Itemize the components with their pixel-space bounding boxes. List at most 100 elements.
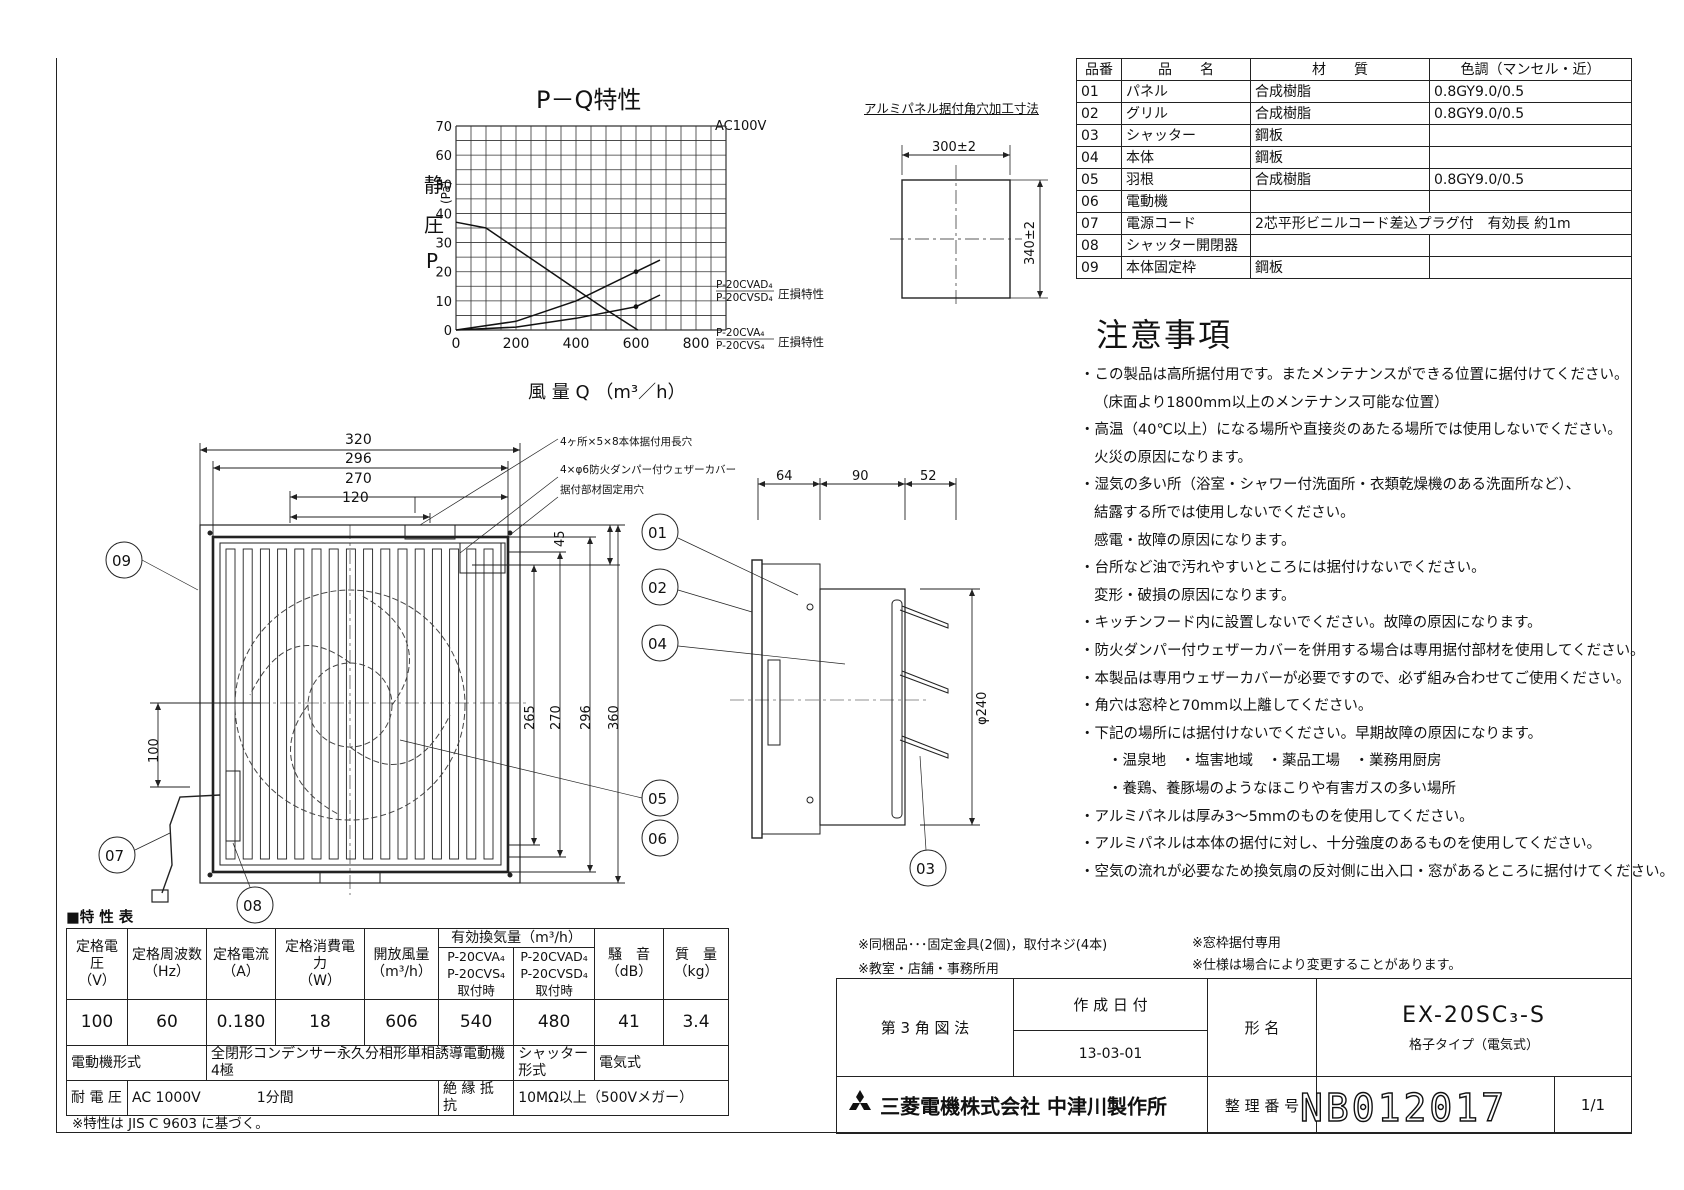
alu-width-dim: 300±2 — [932, 140, 976, 155]
y-tick-label: 10 — [435, 295, 452, 310]
y-tick-label: 20 — [435, 266, 452, 281]
part-material: 鋼板 — [1250, 256, 1430, 279]
y-tick-label: 70 — [435, 120, 452, 135]
grille-bar — [311, 548, 322, 860]
grille-bar — [380, 548, 391, 860]
dim-270-v: 270 — [549, 705, 564, 730]
grille-bar — [242, 548, 253, 860]
title-block: 第 3 角 図 法 作 成 日 付 形 名 EX-20SC₃-S 格子タイプ（電… — [836, 978, 1632, 1134]
part-name: 本体 — [1121, 146, 1251, 169]
company-cell: 三菱電機株式会社 中津川製作所 — [836, 1076, 1208, 1134]
dim-296-v: 296 — [579, 705, 594, 730]
note-line: ・角穴は窓枠と70mm以上離してください。 — [1080, 698, 1373, 715]
motor-value: 全閉形コンデンサー永久分相形単相誘導電動機 4極 — [205, 1045, 519, 1081]
series-point-1 — [633, 269, 639, 275]
part-color: 0.8GY9.0/0.5 — [1429, 168, 1632, 191]
dim-320: 320 — [345, 432, 372, 448]
part-material: 2芯平形ビニルコード差込プラグ付 有効長 約1m — [1250, 212, 1632, 235]
spec-motor-row: 電動機形式 全閉形コンデンサー永久分相形単相誘導電動機 4極 シャッター形式 電… — [66, 1045, 729, 1081]
grille-bar — [414, 548, 425, 860]
company-name: 三菱電機株式会社 中津川製作所 — [880, 1094, 1168, 1119]
part-marker-06: 06 — [648, 830, 667, 848]
part-marker-09: 09 — [112, 552, 131, 570]
grille-bar — [466, 548, 477, 860]
spec-value: 480 — [513, 999, 595, 1046]
spec-value: 41 — [594, 999, 664, 1046]
part-no: 09 — [1076, 256, 1122, 279]
part-name: グリル — [1121, 102, 1251, 125]
model-cell: EX-20SC₃-S 格子タイプ（電気式） — [1316, 978, 1632, 1077]
grille-bar — [431, 548, 442, 860]
voltage-value: AC 1000V 1分間 — [127, 1080, 439, 1116]
note-line: 結露する所では使用しないでください。 — [1094, 504, 1355, 521]
parts-header: 材 質 — [1250, 58, 1430, 81]
spec-voltage-row: 耐 電 圧 AC 1000V 1分間 絶 縁 抵 抗 10MΩ以上（500Vメガ… — [66, 1080, 729, 1116]
notes-list: ・この製品は高所据付用です。またメンテナンスができる位置に据付けてください。 （… — [1080, 362, 1674, 886]
spec-header: 騒 音 （dB） — [594, 928, 664, 1000]
pq-grid — [455, 125, 727, 331]
note-line: ・防火ダンパー付ウェザーカバーを併用する場合は専用据付部材を使用してください。 — [1080, 642, 1645, 659]
spec-footnote: ※特性は JIS C 9603 に基づく。 — [72, 1116, 269, 1132]
x-tick-label: 200 — [503, 336, 530, 352]
spec-header: 開放風量 （m³/h） — [364, 928, 439, 1000]
note-line: ・湿気の多い所（浴室・シャワー付洗面所・衣類乾燥機のある洗面所など）、 — [1080, 477, 1581, 494]
series-line-1 — [455, 259, 661, 331]
model-sub: 格子タイプ（電気式） — [1408, 1037, 1539, 1053]
part-material — [1250, 190, 1430, 213]
part-name: シャッター — [1121, 124, 1251, 147]
spec-header: 定格周波数 （Hz） — [127, 928, 207, 1000]
part-marker-07: 07 — [105, 847, 124, 865]
series-line-2 — [455, 294, 661, 331]
part-name: 電源コード — [1121, 212, 1251, 235]
note-line: ・この製品は高所据付用です。またメンテナンスができる位置に据付けてください。 — [1080, 367, 1629, 383]
parts-header: 品 名 — [1121, 58, 1251, 81]
dim-360: 360 — [607, 705, 622, 730]
part-name: 本体固定枠 — [1121, 256, 1251, 279]
x-tick-label: 0 — [452, 336, 461, 352]
pq-xlabel: 風 量 Q （m³／h） — [528, 382, 686, 403]
part-marker-05: 05 — [648, 790, 667, 808]
grille-bar — [259, 548, 270, 860]
grille-bar — [294, 548, 305, 860]
note-line: 変形・破損の原因になります。 — [1094, 587, 1296, 604]
y-tick-label: 30 — [435, 237, 452, 252]
note-line: ・温泉地 ・塩害地域 ・薬品工場 ・業務用厨房 — [1108, 753, 1442, 770]
part-marker-02: 02 — [648, 579, 667, 597]
spec-value: 606 — [364, 999, 439, 1046]
grille-bar — [225, 548, 236, 860]
dim-100: 100 — [147, 738, 162, 763]
pq-ylabel-2: 圧 — [424, 213, 444, 237]
part-color: 0.8GY9.0/0.5 — [1429, 102, 1632, 125]
number-value-large: NB012017 — [1299, 1085, 1508, 1130]
spec-subheader: P-20CVA₄ P-20CVS₄ 取付時 — [437, 947, 515, 1000]
number-label: 整 理 番 号 — [1207, 1076, 1317, 1134]
spec-value: 18 — [275, 999, 365, 1046]
spec-header: 定格電流 （A） — [206, 928, 276, 1000]
part-material: 鋼板 — [1250, 124, 1430, 147]
part-no: 04 — [1076, 146, 1122, 169]
note-line: ・アルミパネルは厚み3～5mmのものを使用してください。 — [1080, 808, 1474, 825]
spec-header: 有効換気量（m³/h） — [438, 928, 595, 948]
spec-value-row: 100 60 0.180 18 606 540 480 41 3.4 — [66, 999, 729, 1046]
grille-bar — [483, 548, 494, 860]
note-line: ・台所など油で汚れやすいところには据付けないでください。 — [1080, 560, 1486, 577]
part-name: シャッター開閉器 — [1121, 234, 1251, 257]
pq-ylabel-1: 静 — [424, 173, 444, 197]
part-no: 02 — [1076, 102, 1122, 125]
insulation-label: 絶 縁 抵 抗 — [437, 1080, 515, 1116]
spec-header: 質 量 （kg） — [663, 928, 729, 1000]
part-color: 0.8GY9.0/0.5 — [1429, 80, 1632, 103]
part-marker-01: 01 — [648, 524, 667, 542]
date-label: 作 成 日 付 — [1013, 978, 1208, 1031]
voltage-label: 耐 電 圧 — [66, 1080, 128, 1116]
grille-bar — [397, 548, 408, 860]
part-material: 鋼板 — [1250, 146, 1430, 169]
note-line: ・キッチンフード内に設置しないでください。故障の原因になります。 — [1080, 615, 1542, 632]
part-color — [1429, 124, 1632, 147]
